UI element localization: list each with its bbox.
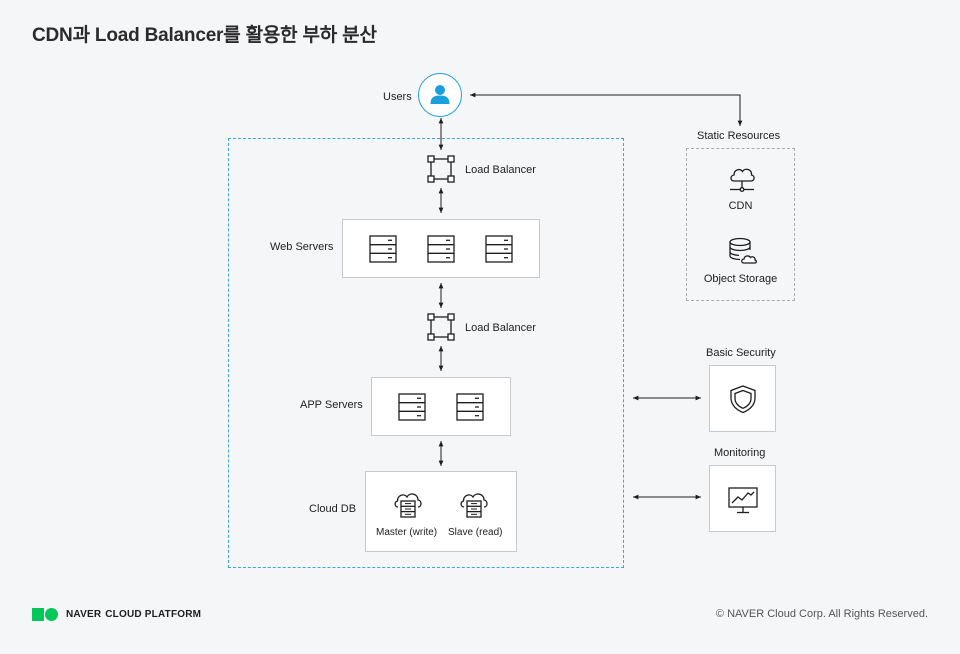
users-label: Users — [383, 91, 412, 103]
app-servers-label: APP Servers — [300, 399, 363, 411]
copyright: © NAVER Cloud Corp. All Rights Reserved. — [715, 608, 928, 620]
static-resources-box: CDN Object Storage — [686, 148, 795, 301]
cloud-db-box: Master (write) Slave (read) — [365, 471, 517, 552]
web-servers-box — [342, 219, 540, 278]
cloud-db-label: Cloud DB — [309, 503, 357, 515]
basic-security-label: Basic Security — [706, 347, 776, 359]
page-title: CDN과 Load Balancer를 활용한 부하 분산 — [32, 25, 377, 46]
object-storage-label: Object Storage — [703, 273, 778, 285]
db-slave-label: Slave (read) — [448, 527, 503, 538]
user-icon — [430, 84, 449, 104]
db-master-label: Master (write) — [376, 527, 438, 538]
server-icon — [369, 235, 397, 263]
static-resources-label: Static Resources — [697, 130, 781, 142]
server-icon — [427, 235, 455, 263]
load-balancer-icon — [427, 313, 455, 341]
load-balancer-icon — [427, 155, 455, 183]
cloud-network-icon — [730, 168, 755, 192]
web-servers-label: Web Servers — [270, 241, 334, 253]
db-cloud-icon — [460, 493, 488, 518]
shield-icon — [730, 385, 756, 414]
brand-name-rest: CLOUD PLATFORM — [105, 609, 202, 620]
brand-logo: NAVER CLOUD PLATFORM — [32, 608, 201, 621]
brand-name-bold: NAVER — [66, 609, 102, 620]
monitoring-label: Monitoring — [714, 447, 766, 459]
naver-cloud-logo-icon — [32, 608, 58, 621]
load-balancer-mid-label: Load Balancer — [465, 322, 536, 334]
server-icon — [485, 235, 513, 263]
load-balancer-top-label: Load Balancer — [465, 164, 536, 176]
db-cloud-icon — [394, 493, 422, 518]
basic-security-box — [709, 365, 776, 432]
server-icon — [398, 393, 426, 421]
users-node — [418, 73, 462, 117]
monitoring-box — [709, 465, 776, 532]
monitor-icon — [728, 487, 758, 514]
service-frame — [228, 138, 624, 568]
cdn-label: CDN — [728, 200, 753, 212]
storage-icon — [729, 237, 757, 264]
server-icon — [456, 393, 484, 421]
app-servers-box — [371, 377, 511, 436]
